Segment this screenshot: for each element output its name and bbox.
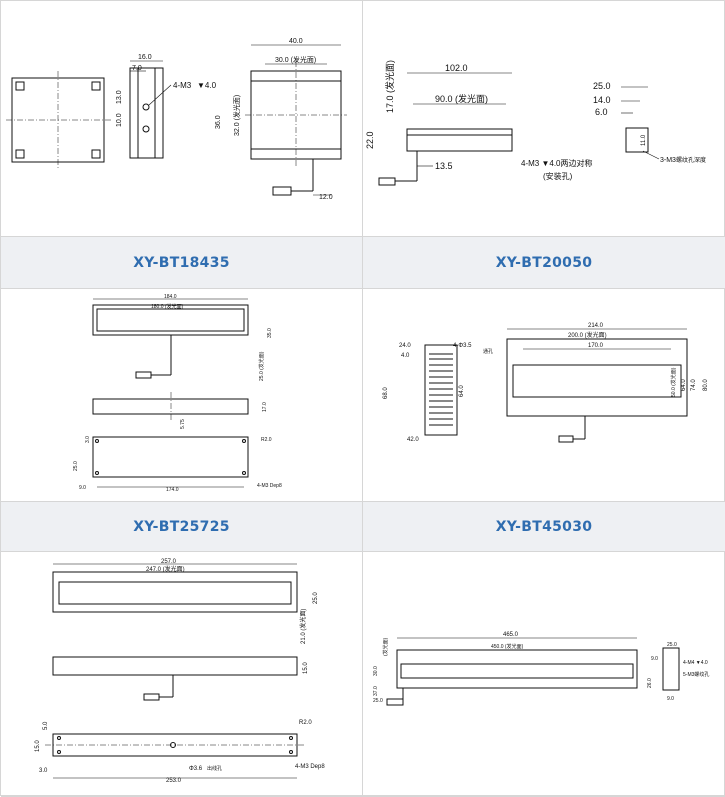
dim-253: 253.0 [166, 778, 182, 784]
dim-25: 25.0 [73, 461, 79, 471]
bt20050-drawing: 102.0 90.0 (发光面) 17.0 (发光面) 22.0 13.5 4-… [365, 60, 706, 186]
drawing-cell-bt18435: 16.0 7.0 13.0 10.0 4-M3 ▼4.0 40.0 30.0 (… [1, 1, 363, 237]
bt18435-drawing: 16.0 7.0 13.0 10.0 4-M3 ▼4.0 40.0 30.0 (… [6, 38, 347, 201]
dim-12: 12.0 [319, 194, 333, 201]
caption-bt25725: XY-BT25725 [1, 502, 363, 552]
dim-13-5: 13.5 [435, 161, 453, 171]
dim-174: 174.0 [166, 487, 179, 493]
dim-17: 17.0 [262, 402, 268, 412]
dim-42: 42.0 [407, 437, 419, 443]
dim-9: 9.0 [79, 485, 86, 491]
dim-214: 214.0 [588, 323, 604, 329]
bt25725-detail-drawing: 257.0 247.0 (发光面) 25.0 21.0 (发光面) 15.0 R… [35, 559, 325, 784]
dim-50-led: (发光面) [382, 637, 389, 656]
bt45030-detail-drawing: 465.0 450.0 (发光面) (发光面) 30.0 37.0 25.0 2… [373, 632, 709, 706]
dim-257: 257.0 [161, 559, 177, 565]
dim-24: 24.0 [399, 343, 411, 349]
dim-450: 450.0 (发光面) [491, 643, 524, 650]
dim-9: 9.0 [651, 656, 658, 662]
dim-40: 40.0 [289, 38, 303, 45]
label-holes: 4-M3 [173, 81, 192, 90]
dim-200: 200.0 (发光面) [568, 331, 607, 339]
dim-3: 3.0 [39, 768, 48, 774]
dim-30: 30.0 [373, 666, 379, 676]
label-holes: 4-M3 Dep8 [257, 483, 282, 489]
label-r2: R2.0 [299, 720, 312, 726]
dim-102: 102.0 [445, 63, 468, 73]
caption-bt18435: XY-BT18435 [1, 237, 363, 289]
dim-80: 80.0 [703, 379, 709, 391]
label-holes: 4-M4 ▼4.0 [683, 660, 708, 666]
drawing-cell-bt45030-detail: 465.0 450.0 (发光面) (发光面) 30.0 37.0 25.0 2… [363, 552, 725, 797]
caption-bt20050: XY-BT20050 [363, 237, 725, 289]
dim-184: 184.0 [164, 294, 177, 300]
dim-90: 90.0 (发光面) [435, 93, 488, 104]
dim-35: 35.0 [267, 328, 273, 338]
label-r2: R2.0 [261, 437, 272, 443]
dim-64: 64.0 [459, 385, 465, 397]
dim-26: 26.0 [647, 678, 653, 688]
drawing-cell-bt20050: 102.0 90.0 (发光面) 17.0 (发光面) 22.0 13.5 4-… [363, 1, 725, 237]
dim-64b: 64.0 [681, 379, 687, 391]
dim-13: 13.0 [116, 90, 123, 104]
label-side-holes: 5-M3螺纹孔 [683, 671, 709, 678]
dim-170: 170.0 [588, 343, 604, 349]
label-holes-2: (安装孔) [543, 171, 573, 181]
dim-25b: 25.0 [667, 642, 677, 648]
dim-74: 74.0 [691, 379, 697, 391]
drawing-cell-bt45030: 24.0 4.0 4-Φ3.5 68.0 64.0 42.0 通孔 214.0 … [363, 289, 725, 502]
bt25725-drawing: 184.0 180.0 (发光面) 35.0 25.0 (发光面) 17.0 5… [73, 294, 282, 493]
dim-17: 17.0 (发光面) [384, 60, 395, 113]
dim-5-75: 5.75 [180, 419, 186, 429]
dim-14: 14.0 [593, 95, 611, 105]
label-note: 通孔 [483, 348, 493, 355]
bt45030-drawing: 24.0 4.0 4-Φ3.5 68.0 64.0 42.0 通孔 214.0 … [383, 323, 709, 443]
dim-21: 21.0 (发光面) [299, 609, 307, 644]
label-hole-note: 出线孔 [207, 765, 222, 772]
label-holes: 4-M3 ▼4.0两边对称 [521, 158, 593, 168]
dim-68: 68.0 [383, 387, 389, 399]
dim-180: 180.0 (发光面) [151, 303, 184, 310]
dim-4: 4.0 [401, 353, 410, 359]
label-hole: Φ3.6 [189, 766, 203, 772]
label-holes: 4-Φ3.5 [453, 343, 472, 349]
dim-16: 16.0 [138, 54, 152, 61]
dim-32: 32.0 (发光面) [232, 95, 241, 136]
dim-6: 6.0 [595, 107, 608, 117]
dim-9c: 9.0 [667, 696, 674, 702]
dim-25: 25.0 [373, 698, 383, 704]
label-depth: ▼4.0 [197, 81, 217, 90]
dim-5: 5.0 [43, 721, 49, 730]
drawing-cell-bt25725: 184.0 180.0 (发光面) 35.0 25.0 (发光面) 17.0 5… [1, 289, 363, 502]
dim-15: 15.0 [303, 662, 309, 674]
dim-22: 22.0 [365, 131, 375, 149]
dim-25-led: 25.0 (发光面) [258, 351, 265, 381]
dim-50: 50.0 (发光面) [670, 367, 677, 397]
dim-25: 25.0 [313, 592, 319, 604]
dim-25: 25.0 [593, 81, 611, 91]
dim-3: 3.0 [85, 436, 91, 443]
caption-bt45030: XY-BT45030 [363, 502, 725, 552]
dim-15b: 15.0 [35, 740, 41, 752]
dim-11: 11.0 [641, 134, 647, 146]
dim-7: 7.0 [132, 65, 142, 72]
dim-30: 30.0 (发光面) [275, 55, 316, 64]
dim-10: 10.0 [116, 113, 123, 127]
dim-36: 36.0 [215, 115, 222, 129]
dim-465: 465.0 [503, 632, 519, 638]
label-holes: 4-M3 Dep8 [295, 764, 325, 770]
drawing-cell-bt25725-detail: 257.0 247.0 (发光面) 25.0 21.0 (发光面) 15.0 R… [1, 552, 363, 797]
dim-247: 247.0 (发光面) [146, 565, 185, 573]
label-side-holes: 3-M3 [660, 157, 676, 164]
dim-37: 37.0 [373, 686, 379, 696]
label-side-note: 螺纹孔深度 [676, 156, 706, 164]
